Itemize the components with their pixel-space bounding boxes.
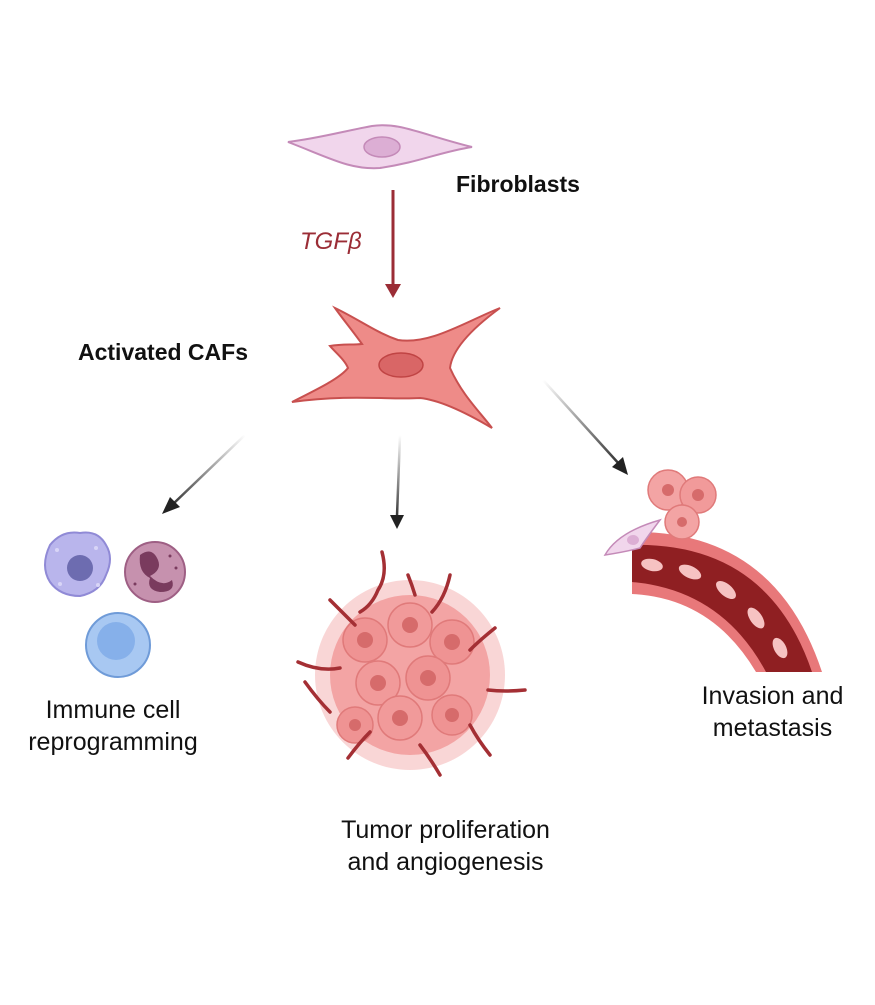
- tumor-label-line1: Tumor proliferation: [341, 816, 550, 844]
- immune-label: Immune cell reprogramming: [18, 694, 208, 758]
- tumor-label: Tumor proliferation and angiogenesis: [308, 814, 583, 878]
- tumor-cluster-icon: [647, 469, 717, 540]
- migrating-fibroblast-icon: [603, 518, 662, 556]
- invasion-label-line2: metastasis: [712, 714, 833, 742]
- macrophage-icon: [44, 531, 111, 598]
- invasion-label-line1: Invasion and: [701, 682, 844, 710]
- tgfb-arrow: [385, 190, 401, 298]
- fibroblasts-label: Fibroblasts: [456, 171, 580, 197]
- lymphocyte-icon: [85, 612, 151, 678]
- fibroblast-cell-icon: [287, 124, 473, 170]
- invasion-label: Invasion and metastasis: [680, 680, 865, 744]
- arrow-to-invasion: [542, 379, 628, 475]
- tumor-label-line2: and angiogenesis: [347, 848, 544, 876]
- arrow-to-immune: [162, 434, 246, 514]
- immune-label-line1: Immune cell: [45, 696, 181, 724]
- immune-label-line2: reprogramming: [28, 728, 198, 756]
- neutrophil-icon: [124, 541, 186, 603]
- activated-caf-cell-icon: [291, 305, 501, 429]
- tumor-mass-with-vessels-icon: [296, 550, 527, 777]
- blood-vessel-icon: [632, 531, 822, 672]
- tgfb-label: TGFβ: [300, 228, 362, 255]
- arrow-to-tumor: [390, 434, 404, 529]
- activated-cafs-label: Activated CAFs: [78, 339, 248, 365]
